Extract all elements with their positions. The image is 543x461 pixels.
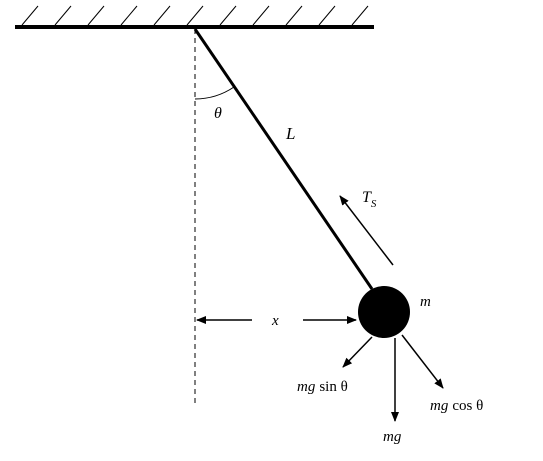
theta-arc [194, 86, 235, 100]
displacement-label: x [271, 313, 279, 329]
mg-cos-arrow [401, 334, 444, 389]
tension-arrow [339, 195, 394, 266]
pendulum-bob [358, 286, 410, 338]
weight-label: mg [383, 429, 402, 445]
mg-sin-arrow [342, 336, 373, 368]
ceiling-hatching [21, 5, 369, 26]
tension-label: TS [362, 189, 377, 210]
length-label: L [285, 124, 295, 143]
pendulum-string [193, 28, 374, 290]
mass-label: m [420, 294, 431, 310]
ceiling-support [15, 5, 374, 29]
theta-label: θ [214, 105, 222, 122]
